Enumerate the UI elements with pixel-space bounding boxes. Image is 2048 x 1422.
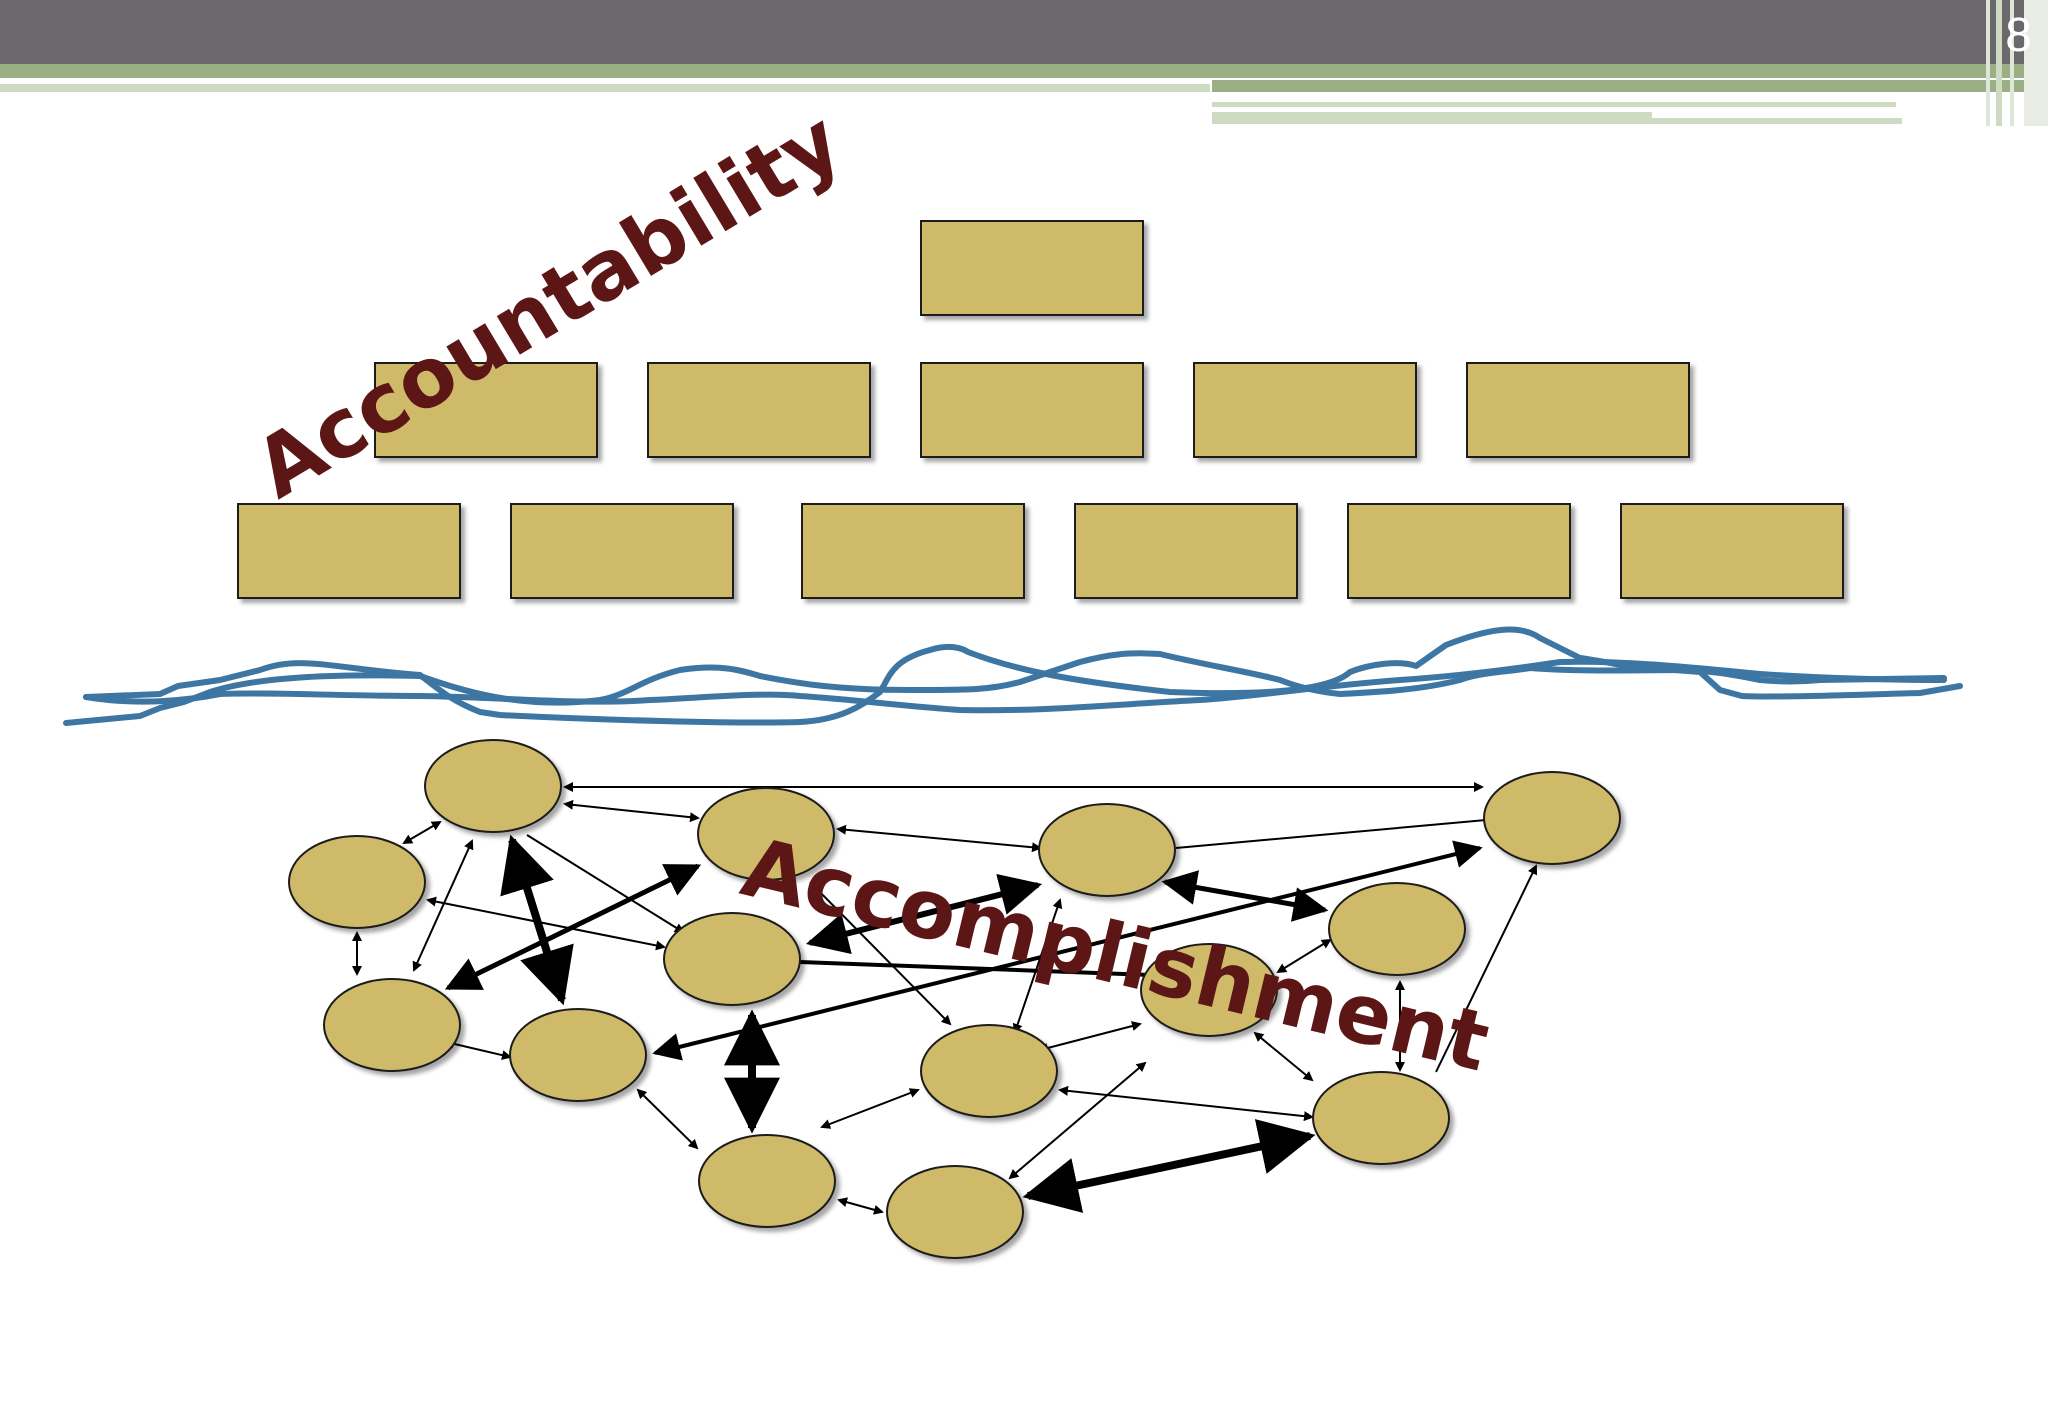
network-node <box>323 978 461 1072</box>
org-chart <box>237 220 1844 599</box>
network-node <box>920 1024 1058 1118</box>
slide-number: 8 <box>2005 9 2032 62</box>
org-box <box>920 362 1144 458</box>
header-bar <box>0 0 2048 126</box>
org-box <box>510 503 734 599</box>
network-node <box>1140 943 1278 1037</box>
org-box <box>647 362 871 458</box>
org-box <box>1347 503 1571 599</box>
network-node <box>1312 1071 1450 1165</box>
org-box <box>374 362 598 458</box>
org-box <box>237 503 461 599</box>
network-node <box>663 912 801 1006</box>
org-box <box>801 503 1025 599</box>
divider-wave <box>63 626 1963 726</box>
network-node <box>697 787 835 881</box>
org-box <box>1074 503 1298 599</box>
network-node <box>1483 771 1621 865</box>
network-links-strong <box>444 834 1483 1213</box>
network-node <box>698 1134 836 1228</box>
org-box <box>1193 362 1417 458</box>
network-node <box>288 835 426 929</box>
org-box <box>1620 503 1844 599</box>
org-box <box>920 220 1144 316</box>
network-node <box>424 739 562 833</box>
network-node <box>509 1008 647 1102</box>
network-node <box>1038 803 1176 897</box>
network-node <box>886 1165 1024 1259</box>
network-nodes <box>288 739 1621 1259</box>
org-box <box>1466 362 1690 458</box>
network-node <box>1328 882 1466 976</box>
